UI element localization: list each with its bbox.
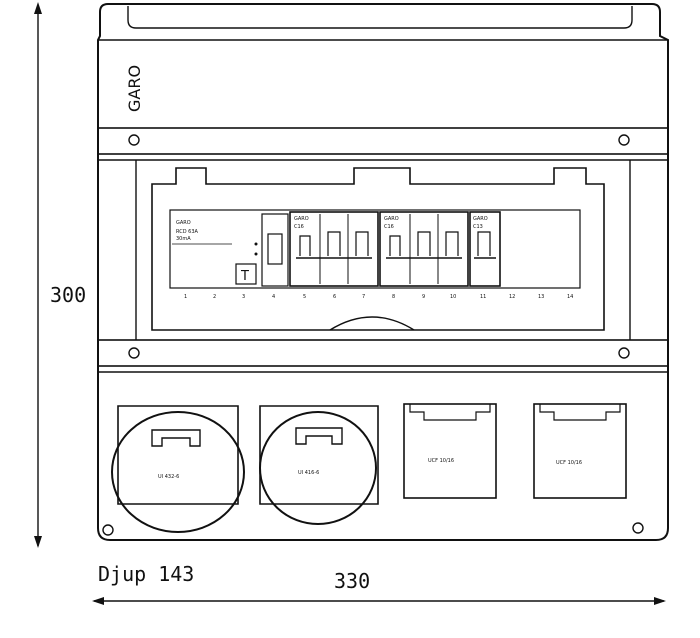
breaker-group-1: GARO C16 (289, 211, 379, 287)
depth-label: Djup 143 (98, 562, 194, 586)
svg-text:14: 14 (567, 294, 573, 300)
screw-icon (128, 134, 140, 146)
screw-icon (102, 524, 114, 536)
svg-text:11: 11 (480, 294, 486, 300)
svg-text:GARO: GARO (176, 220, 191, 226)
svg-text:10: 10 (450, 294, 456, 300)
svg-text:3: 3 (242, 294, 245, 300)
svg-text:GARO: GARO (294, 216, 309, 222)
height-label: 300 (50, 283, 86, 307)
industrial-socket-2: UI 416-6 (259, 405, 379, 525)
schuko-socket-2: UCF 10/16 (533, 403, 627, 499)
svg-text:1: 1 (184, 294, 187, 300)
socket-label: UI 432-6 (158, 474, 179, 480)
brand-label: GARO (125, 65, 144, 112)
screw-icon (618, 347, 630, 359)
svg-text:GARO: GARO (473, 216, 488, 222)
position-numbers: 1 2 3 4 5 6 7 8 9 10 11 12 13 14 (184, 294, 573, 300)
schuko-socket-1: UCF 10/16 (403, 403, 497, 499)
enclosure-outline: GARO (97, 3, 669, 541)
height-dimension: 300 (34, 2, 86, 548)
screw-icon (632, 522, 644, 534)
rcd-toggle (267, 233, 283, 265)
svg-text:5: 5 (303, 294, 306, 300)
svg-text:T: T (240, 269, 249, 284)
svg-text:12: 12 (509, 294, 515, 300)
svg-text:C16: C16 (294, 224, 304, 230)
svg-text:4: 4 (272, 294, 275, 300)
svg-text:30mA: 30mA (176, 236, 191, 242)
screw-icon (618, 134, 630, 146)
svg-text:C13: C13 (473, 224, 483, 230)
socket-label: UCF 10/16 (556, 460, 582, 466)
svg-text:2: 2 (213, 294, 216, 300)
breaker-group-3: GARO C13 (469, 211, 501, 287)
svg-text:C16: C16 (384, 224, 394, 230)
industrial-socket-1: UI 432-6 (111, 405, 245, 533)
svg-text:RCD 63A: RCD 63A (176, 229, 199, 235)
socket-label: UI 416-6 (298, 470, 319, 476)
socket-label: UCF 10/16 (428, 458, 454, 464)
breaker-group-2: GARO C16 (379, 211, 469, 287)
width-label: 330 (334, 569, 370, 593)
screw-icon (128, 347, 140, 359)
svg-text:6: 6 (333, 294, 336, 300)
svg-text:13: 13 (538, 294, 544, 300)
svg-text:7: 7 (362, 294, 365, 300)
svg-text:9: 9 (422, 294, 425, 300)
main-rcd-breaker: GARO RCD 63A 30mA T (172, 213, 289, 287)
svg-text:GARO: GARO (384, 216, 399, 222)
svg-text:8: 8 (392, 294, 395, 300)
width-dimension: 330 (92, 569, 666, 605)
test-button (235, 263, 257, 285)
breaker-panel: GARO RCD 63A 30mA T GARO C16 GARO C16 (151, 167, 605, 331)
